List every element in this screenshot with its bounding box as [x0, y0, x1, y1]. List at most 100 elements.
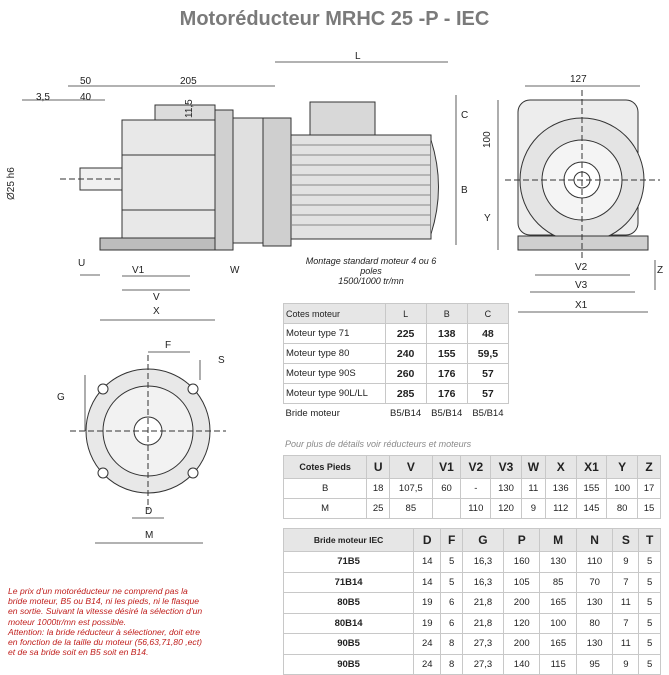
table-cell: 59,5 [466, 343, 510, 364]
dim-W: W [230, 265, 240, 276]
table-cell: 17 [636, 478, 662, 499]
table-cell: 138 [425, 323, 468, 344]
dim-Y: Y [484, 213, 491, 224]
dim-V3: V3 [575, 280, 588, 291]
table-cell: 120 [490, 498, 522, 519]
dim-C: C [461, 110, 469, 121]
montage-note: Montage standard moteur 4 ou 6 poles 150… [296, 256, 446, 286]
table-cell: 112 [544, 498, 577, 519]
table-cell: 80B14 [282, 612, 415, 634]
table-cell: 100 [606, 478, 638, 499]
table-cell: 11 [612, 633, 640, 655]
table-cell: 120 [502, 612, 541, 634]
table-cell: 176 [425, 363, 468, 384]
table-header-row: Bride moteur IEC D F G P M N S T [282, 528, 661, 552]
table-cell: 5 [440, 571, 463, 593]
montage-note-line-1: Montage standard moteur 4 ou 6 poles [305, 256, 437, 276]
table-cell: 7 [612, 612, 640, 634]
dim-100: 100 [482, 131, 493, 148]
table-header-cell: U [366, 455, 391, 479]
table-cell: 110 [460, 498, 492, 519]
flange-view [70, 355, 226, 510]
table-header-cell: V [389, 455, 433, 479]
table-row: 80B14 19 6 21,8 120 100 80 7 5 [282, 612, 661, 634]
table-cell: 136 [544, 478, 577, 499]
table-cell: 130 [575, 592, 614, 614]
dim-40: 40 [80, 92, 92, 103]
table-cell: 16,3 [461, 571, 505, 593]
table-cell: 14 [413, 551, 442, 573]
table-cell: 8 [440, 653, 463, 675]
table-cell: 155 [575, 478, 608, 499]
table-cell: 60 [431, 478, 462, 499]
table-cell: 80 [575, 612, 614, 634]
table-cell: 90B5 [282, 633, 415, 655]
table-header-cell: Cotes Pieds [282, 455, 368, 479]
table-header-cell: W [520, 455, 546, 479]
pricing-warning-notes: Le prix d'un motoréducteur ne comprend p… [8, 586, 283, 657]
table-header-cell: N [575, 528, 614, 552]
table-cell: Moteur type 90L/LL [283, 383, 386, 404]
dim-50: 50 [80, 76, 92, 87]
front-view [505, 90, 660, 260]
table-cell: 80 [606, 498, 638, 519]
table-cell: 5 [638, 592, 661, 614]
feet-dimensions-table: Cotes Pieds U V V1 V2 V3 W X X1 Y Z B 18… [282, 455, 662, 519]
table-row: Moteur type 90L/LL 285 176 57 [283, 383, 510, 404]
table-cell: 15 [636, 498, 662, 519]
table-header-cell: C [466, 303, 510, 324]
table-cell: B [282, 478, 368, 499]
table-cell: 85 [389, 498, 433, 519]
table-header-cell: X [544, 455, 577, 479]
dim-U: U [78, 258, 86, 269]
table-cell: M [282, 498, 368, 519]
table-cell: 165 [539, 592, 577, 614]
table-row: Moteur type 71 225 138 48 [283, 323, 510, 344]
note-line: bride moteur, B5 ou B14, ni les pieds, n… [8, 596, 200, 607]
table-header-cell: V3 [490, 455, 522, 479]
table-cell: 16,3 [461, 551, 505, 573]
table-cell: 71B5 [282, 551, 415, 573]
table-cell: 165 [539, 633, 577, 655]
dim-3-5: 3,5 [36, 92, 50, 103]
table-cell: B5/B14 [431, 408, 463, 419]
table-cell: Bride moteur [285, 408, 340, 419]
table-cell: 160 [502, 551, 541, 573]
table-cell: 130 [490, 478, 522, 499]
table-cell: 48 [466, 323, 510, 344]
table-cell [431, 498, 462, 519]
table-cell: 8 [440, 633, 463, 655]
table-cell: 200 [502, 592, 541, 614]
table-cell: 7 [612, 571, 640, 593]
table-cell: 24 [413, 633, 442, 655]
table-cell: 57 [466, 383, 510, 404]
dim-V2: V2 [575, 262, 588, 273]
flange-dimensions-table: Bride moteur IEC D F G P M N S T 71B5 14… [282, 528, 661, 675]
table-header-cell: Y [606, 455, 638, 479]
table-cell: 9 [612, 551, 640, 573]
table-cell: 9 [520, 498, 546, 519]
table-row: Bride moteur B5/B14 B5/B14 B5/B14 [284, 404, 509, 424]
dim-B: B [461, 185, 468, 196]
table-cell: 19 [413, 612, 442, 634]
table-row: M 25 85 110 120 9 112 145 80 15 [282, 498, 662, 519]
montage-note-line-2: 1500/1000 tr/mn [338, 276, 404, 286]
table-header-cell: M [539, 528, 577, 552]
table-cell: Moteur type 80 [283, 343, 386, 364]
dim-X: X [153, 306, 160, 317]
table-cell: 80B5 [282, 592, 415, 614]
table-cell: 100 [539, 612, 577, 634]
table-header-cell: Cotes moteur [283, 303, 386, 324]
side-view-motor [262, 101, 439, 247]
table-header-cell: D [413, 528, 442, 552]
table-cell: 11 [520, 478, 546, 499]
table-header-cell: P [502, 528, 541, 552]
table-cell: 6 [440, 592, 463, 614]
table-cell: 6 [440, 612, 463, 634]
table-cell: 225 [384, 323, 427, 344]
table-cell: 19 [413, 592, 442, 614]
table-cell: 107,5 [389, 478, 433, 499]
side-view-gearbox [60, 104, 264, 251]
dim-205: 205 [180, 76, 197, 87]
